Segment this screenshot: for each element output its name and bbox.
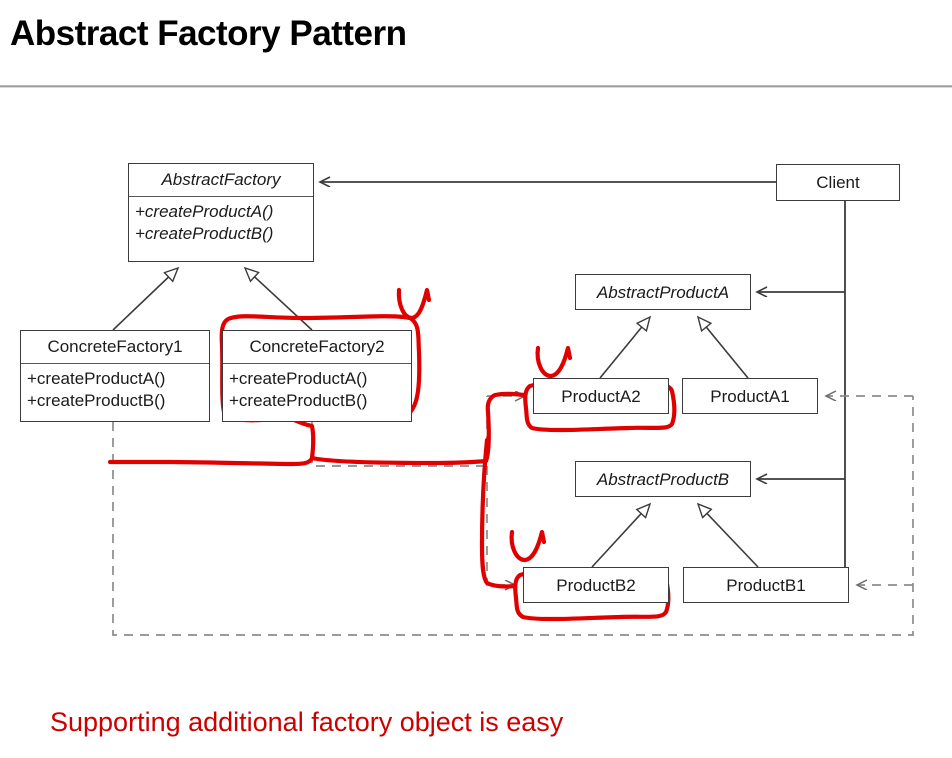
uml-class-product-a2[interactable]: ProductA2 <box>533 378 669 414</box>
uml-class-name: ProductB1 <box>726 576 806 595</box>
uml-class-product-b2[interactable]: ProductB2 <box>523 567 669 603</box>
uml-class-name: AbstractProductB <box>596 470 730 489</box>
uml-class-concrete-factory-2[interactable]: ConcreteFactory2 +createProductA() +crea… <box>222 330 412 422</box>
uml-member: +createProductA() <box>229 369 368 388</box>
uml-class-name: ProductA1 <box>710 387 790 406</box>
uml-class-name: AbstractProductA <box>596 283 730 302</box>
tick-concrete-factory-2-icon <box>396 287 432 321</box>
uml-member: +createProductA() <box>27 369 166 388</box>
connector-producta1-abstractproducta <box>698 317 749 379</box>
connector-concretefactory2-productb2 <box>486 466 515 585</box>
trace-factory2-to-productb2 <box>479 437 518 589</box>
title-divider <box>0 85 952 88</box>
uml-member: +createProductA() <box>135 202 274 221</box>
slide-caption: Supporting additional factory object is … <box>50 707 564 737</box>
uml-member: +createProductB() <box>27 391 166 410</box>
uml-member: +createProductB() <box>135 224 274 243</box>
uml-class-concrete-factory-1[interactable]: ConcreteFactory1 +createProductA() +crea… <box>20 330 210 422</box>
uml-class-members: +createProductA() +createProductB() <box>223 364 411 417</box>
connector-concretefactory1-abstractfactory <box>112 268 178 331</box>
tick-product-b2-icon <box>509 529 547 563</box>
uml-class-product-b1[interactable]: ProductB1 <box>683 567 849 603</box>
uml-class-members: +createProductA() +createProductB() <box>21 364 209 417</box>
page-title: Abstract Factory Pattern <box>10 14 407 53</box>
uml-class-name: AbstractFactory <box>129 164 313 197</box>
trace-factory2-leftward <box>107 415 316 467</box>
uml-class-abstract-product-a[interactable]: AbstractProductA <box>575 274 751 310</box>
uml-class-abstract-factory[interactable]: AbstractFactory +createProductA() +creat… <box>128 163 314 262</box>
uml-class-members: +createProductA() +createProductB() <box>129 197 313 250</box>
connector-concretefactory2-abstractfactory <box>245 268 313 331</box>
uml-class-abstract-product-b[interactable]: AbstractProductB <box>575 461 751 497</box>
connector-producta2-abstractproducta <box>599 317 650 379</box>
uml-class-name: ProductA2 <box>561 387 641 406</box>
uml-class-client[interactable]: Client <box>776 164 900 201</box>
uml-class-name: ProductB2 <box>556 576 636 595</box>
uml-class-product-a1[interactable]: ProductA1 <box>682 378 818 414</box>
uml-class-name: Client <box>816 173 860 192</box>
uml-class-name: ConcreteFactory1 <box>21 331 209 364</box>
tick-product-a2-icon <box>535 345 573 379</box>
connector-productb2-abstractproductb <box>591 504 650 568</box>
uml-member: +createProductB() <box>229 391 368 410</box>
connector-productb1-abstractproductb <box>698 504 759 568</box>
uml-class-name: ConcreteFactory2 <box>223 331 411 364</box>
